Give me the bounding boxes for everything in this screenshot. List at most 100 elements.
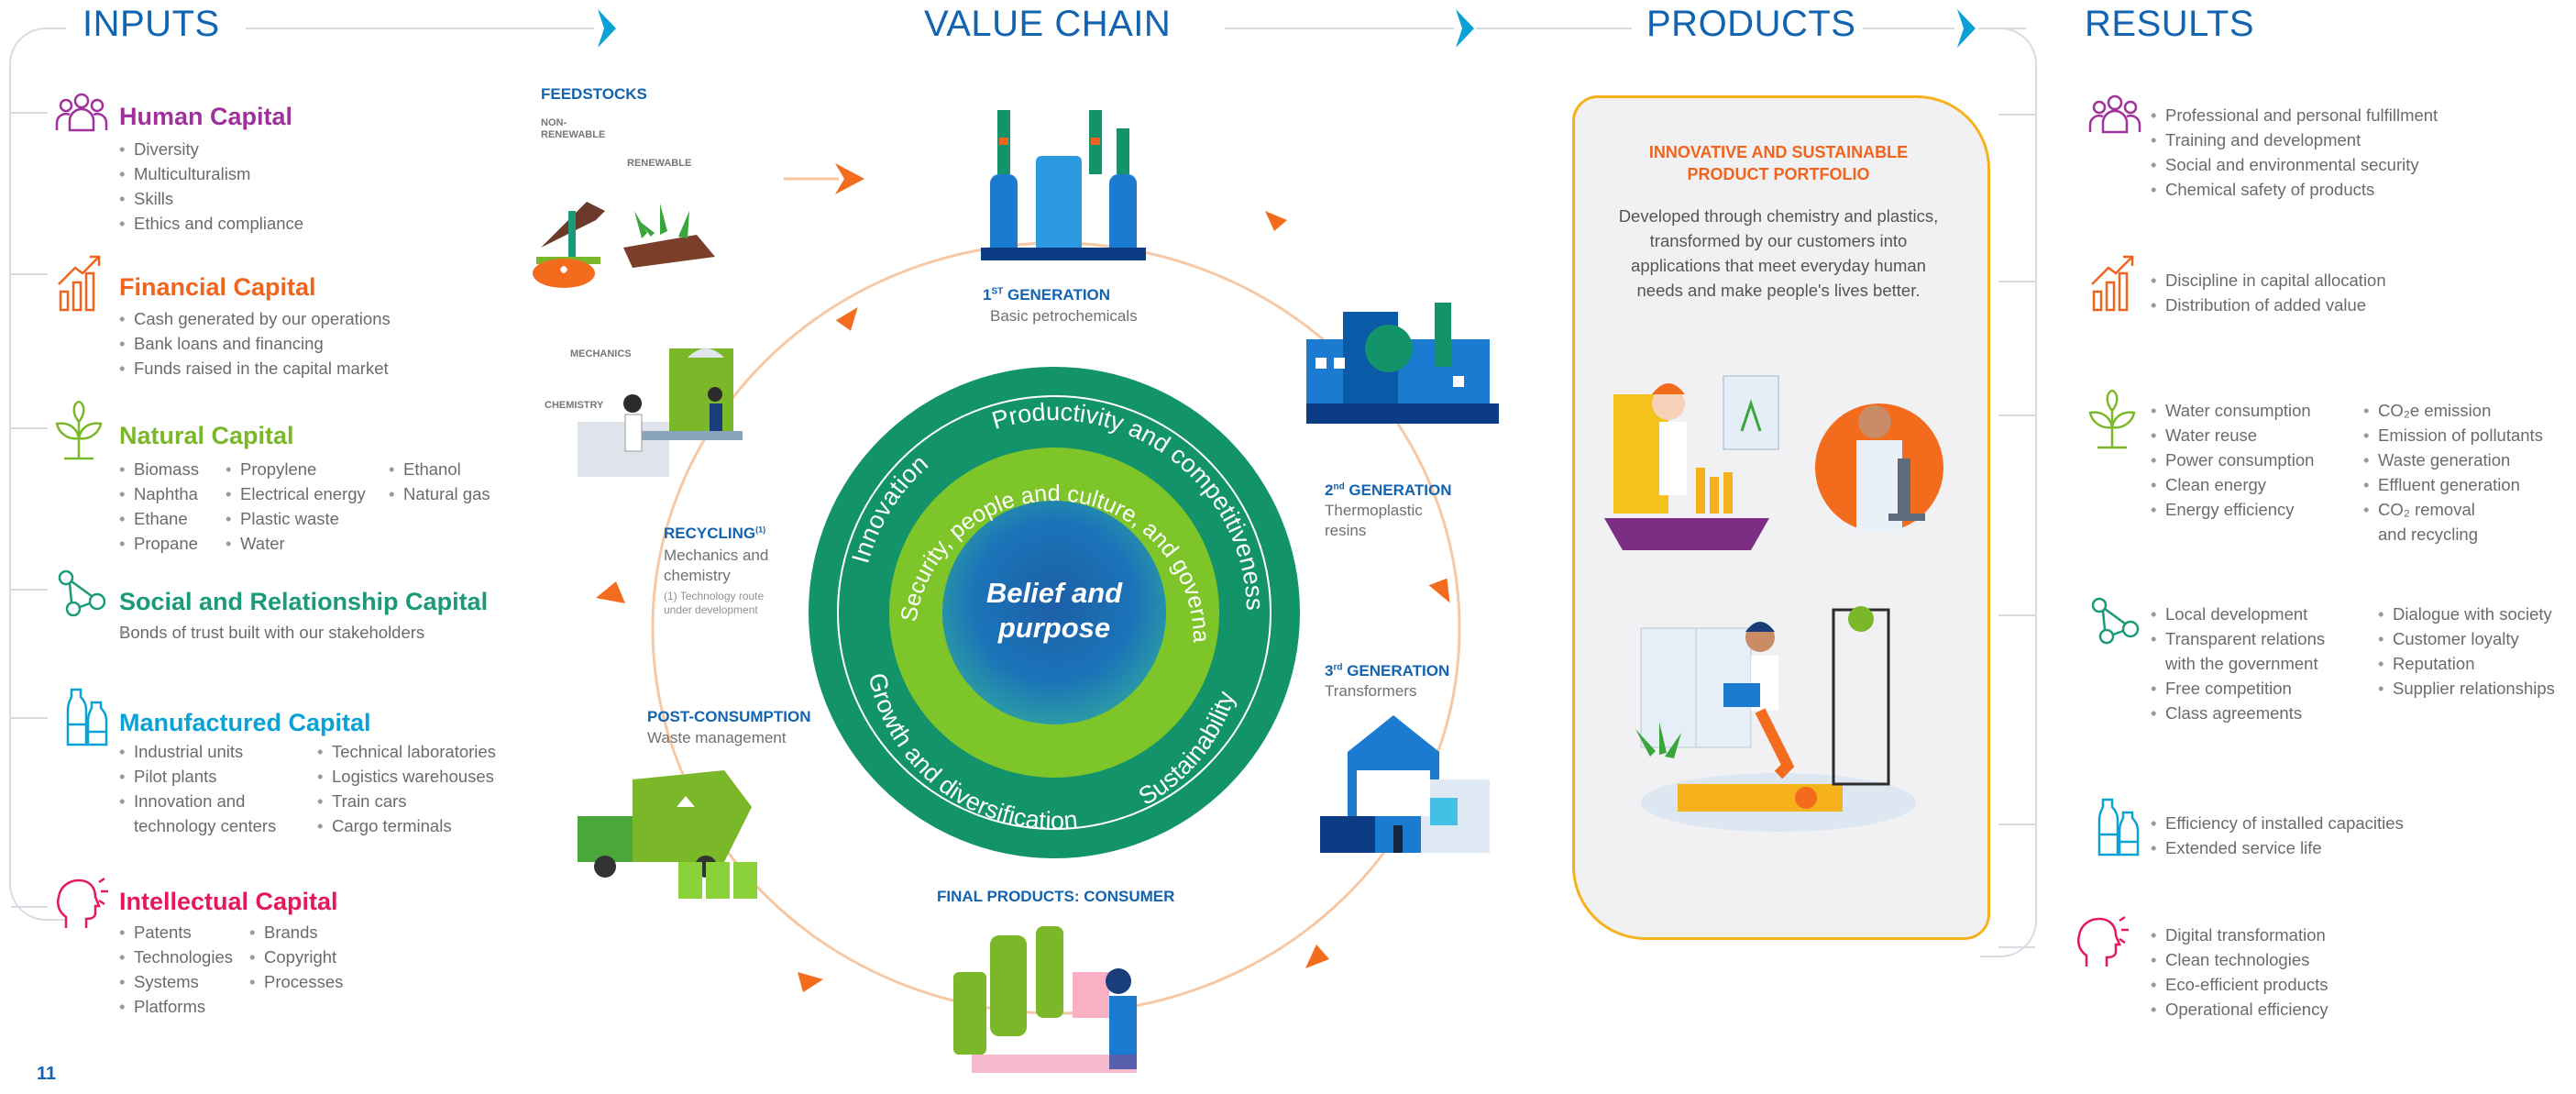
header-value-chain: VALUE CHAIN — [924, 4, 1172, 44]
list-item: Cargo terminals — [317, 813, 496, 838]
list-item: Extended service life — [2151, 835, 2404, 860]
input-tick — [11, 427, 48, 429]
people-icon — [55, 93, 108, 132]
list-item: Water consumption — [2151, 398, 2314, 423]
social-capital-title: Social and Relationship Capital — [119, 588, 489, 615]
list-item: Propylene — [226, 457, 366, 481]
plant-icon — [55, 400, 103, 460]
consumer-products-illustration — [953, 926, 1137, 1073]
list-item: Discipline in capital allocation — [2151, 268, 2386, 293]
chart-growth-icon — [2091, 255, 2134, 312]
list-item: Biomass — [119, 457, 199, 481]
list-item: Technical laboratories — [317, 739, 496, 764]
list-item: Water — [226, 531, 366, 556]
list-item: Efficiency of installed capacities — [2151, 811, 2404, 835]
list-item: Systems — [119, 969, 233, 994]
list-item: Ethanol — [389, 457, 490, 481]
header-results: RESULTS — [2085, 4, 2255, 44]
chart-growth-icon — [58, 255, 101, 312]
header-inputs: INPUTS — [83, 4, 220, 44]
result-intellectual-list: Digital transformationClean technologies… — [2151, 923, 2328, 1022]
list-item: Chemical safety of products — [2151, 177, 2438, 202]
list-item: Social and environmental security — [2151, 152, 2438, 177]
chevron-right-icon — [1957, 9, 1976, 48]
input-tick — [11, 273, 48, 275]
list-item: Electrical energy — [226, 481, 366, 506]
page-number: 11 — [37, 1064, 57, 1084]
intellectual-capital-list-col2: BrandsCopyrightProcesses — [249, 920, 343, 994]
list-item: Diversity — [119, 137, 303, 161]
list-item: Brands — [249, 920, 343, 945]
list-item: Cash generated by our operations — [119, 306, 391, 331]
result-tick — [1998, 281, 2035, 282]
human-capital-list: DiversityMulticulturalismSkillsEthics an… — [119, 137, 303, 236]
gen3-factory-illustration — [1320, 715, 1490, 853]
gen1-title: 1ST GENERATION — [983, 286, 1111, 304]
list-item: Transparent relations — [2151, 626, 2325, 651]
natural-capital-title: Natural Capital — [119, 422, 294, 449]
list-item: Naphtha — [119, 481, 199, 506]
manufactured-capital-list-col2: Technical laboratoriesLogistics warehous… — [317, 739, 496, 838]
post-consumption-title: POST-CONSUMPTION — [647, 708, 811, 725]
home-office-illustration — [1635, 606, 1916, 832]
gen1-plant-illustration — [981, 110, 1146, 260]
list-item: CO₂e emission — [2363, 398, 2543, 423]
gen2-factory-illustration — [1306, 303, 1499, 424]
non-renewable-label: NON- RENEWABLE — [541, 117, 606, 140]
gen2-subtitle: Thermoplastic resins — [1325, 502, 1423, 539]
list-item: with the government — [2165, 654, 2318, 673]
list-item: Industrial units — [119, 739, 276, 764]
result-tick — [1998, 614, 2035, 616]
natural-capital-list-col2: PropyleneElectrical energyPlastic wasteW… — [226, 457, 366, 556]
network-icon — [2091, 597, 2140, 645]
post-consumption-subtitle: Waste management — [647, 729, 787, 746]
result-financial-list: Discipline in capital allocationDistribu… — [2151, 268, 2386, 317]
result-tick — [1998, 414, 2035, 416]
social-capital-text: Bonds of trust built with our stakeholde… — [119, 620, 424, 645]
list-item: Train cars — [317, 789, 496, 813]
result-tick — [1998, 114, 2035, 116]
list-item: Power consumption — [2151, 448, 2314, 472]
list-item: Water reuse — [2151, 423, 2314, 448]
list-item: Customer loyalty — [2378, 626, 2555, 651]
list-item: Clean energy — [2151, 472, 2314, 497]
list-item: Funds raised in the capital market — [119, 356, 391, 381]
result-social-list-col2: Dialogue with societyCustomer loyaltyRep… — [2378, 602, 2555, 701]
mechanics-label: MECHANICS — [570, 348, 632, 359]
result-manufactured-list: Efficiency of installed capacitiesExtend… — [2151, 811, 2404, 860]
list-item: Local development — [2151, 602, 2325, 626]
manufactured-capital-title: Manufactured Capital — [119, 709, 371, 736]
recycling-footnote: (1) Technology route under development — [664, 590, 765, 616]
list-item: Patents — [119, 920, 233, 945]
chemistry-label: CHEMISTRY — [545, 400, 604, 411]
product-portfolio-description: Developed through chemistry and plastics… — [1618, 206, 1939, 300]
list-item: Ethane — [119, 506, 199, 531]
recycling-subtitle: Mechanics and chemistry — [664, 547, 769, 584]
list-item: Reputation — [2378, 651, 2555, 676]
social-capital-list: Bonds of trust built with our stakeholde… — [119, 620, 424, 645]
result-human-list: Professional and personal fulfillmentTra… — [2151, 103, 2438, 202]
input-tick — [11, 112, 48, 114]
gen2-title: 2nd GENERATION — [1325, 481, 1452, 499]
header-connector — [1476, 28, 1632, 29]
natural-capital-list-col1: BiomassNaphthaEthanePropane — [119, 457, 199, 556]
list-item: Digital transformation — [2151, 923, 2328, 947]
purpose-rings: Innovation Productivity and competitiven… — [800, 345, 1300, 858]
bottles-icon — [2097, 798, 2140, 856]
list-item: Emission of pollutants — [2363, 423, 2543, 448]
inputs-frame — [9, 28, 66, 921]
list-item: and recycling — [2378, 525, 2479, 544]
list-item: Waste generation — [2363, 448, 2543, 472]
header-connector — [246, 28, 594, 29]
recycling-title: RECYCLING(1) — [664, 525, 766, 542]
natural-capital-list-col3: EthanolNatural gas — [389, 457, 490, 506]
gen3-title: 3rd GENERATION — [1325, 662, 1450, 680]
flow-arrow-icon — [596, 581, 625, 603]
header-connector — [1863, 28, 1954, 29]
final-products-label: FINAL PRODUCTS: CONSUMER — [937, 888, 1175, 905]
list-item: Propane — [119, 531, 199, 556]
list-item: technology centers — [134, 816, 277, 835]
network-icon — [58, 569, 106, 617]
product-portfolio-title: INNOVATIVE AND SUSTAINABLE PRODUCT PORTF… — [1648, 143, 1909, 183]
list-item: CO₂ removal — [2363, 497, 2543, 522]
